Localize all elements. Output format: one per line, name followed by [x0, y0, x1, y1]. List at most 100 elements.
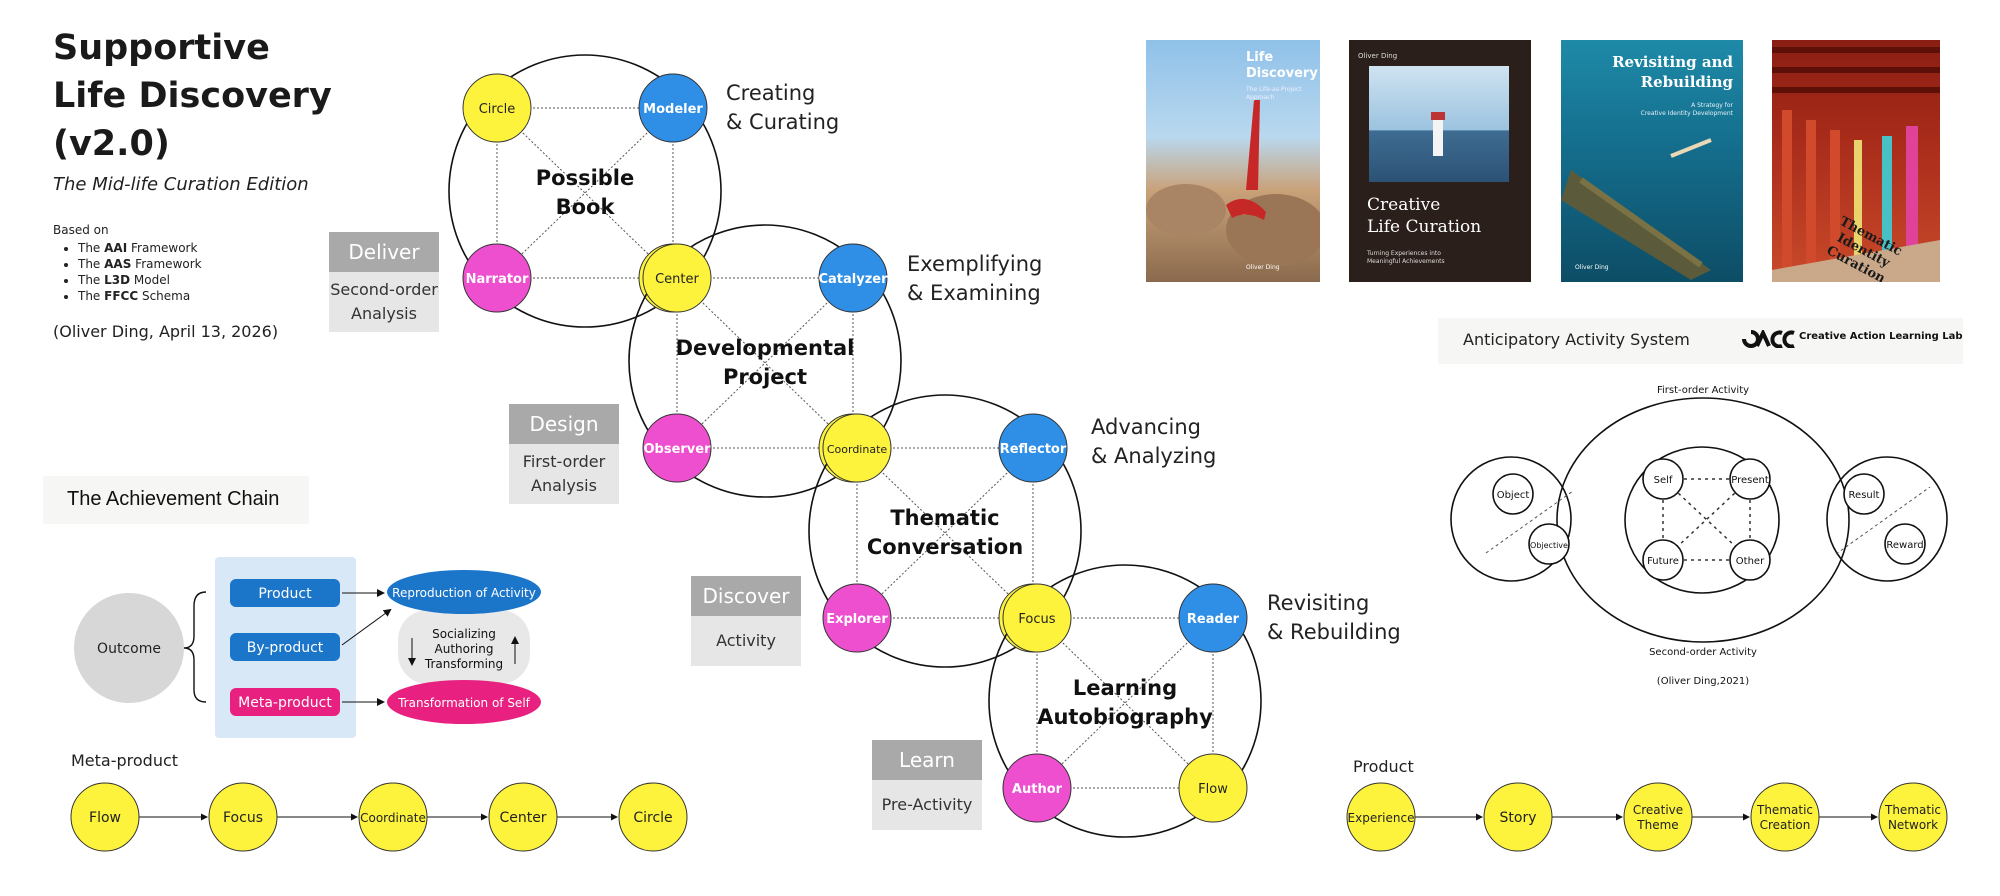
- node-circle: [1002, 753, 1072, 823]
- stage-link: [496, 107, 674, 279]
- node-label: Observer: [643, 442, 711, 457]
- sequence-node-circle: [1878, 782, 1948, 852]
- aas-left-ellipse: [1450, 456, 1572, 582]
- aas-node-label: Reward: [1886, 540, 1923, 551]
- aas-node-circle: [1843, 473, 1885, 515]
- sequence-node-line: Thematic: [1884, 803, 1941, 817]
- node-label: Catalyzer: [818, 272, 888, 287]
- phase-name: Deliver: [329, 232, 439, 272]
- stage-verbs: Creating& Curating: [726, 81, 840, 134]
- phase-desc: Activity: [691, 616, 801, 666]
- page-subtitle: The Mid-life Curation Edition: [53, 174, 309, 195]
- sequence-node-circle: [358, 782, 428, 852]
- result-label: Transformation of Self: [397, 696, 531, 710]
- sequence-node-circle: [70, 782, 140, 852]
- node-coordinate: Coordinate: [822, 413, 892, 483]
- sequence-node-label: Story: [1500, 810, 1537, 826]
- node-catalyzer: Catalyzer: [818, 243, 888, 313]
- sequence-node-line: Creation: [1760, 818, 1811, 832]
- aas-node-object: Object: [1492, 473, 1534, 515]
- process-label: Authoring: [435, 642, 494, 656]
- node-circle: [642, 243, 712, 313]
- phase-desc: Pre-Activity: [872, 780, 982, 830]
- node-label: Reflector: [1000, 442, 1067, 457]
- book-author: Oliver Ding: [1246, 264, 1280, 271]
- meta-product-row-label: Meta-product: [71, 751, 179, 770]
- node-center: Center: [642, 243, 712, 313]
- node-label: Modeler: [643, 102, 703, 117]
- process-box: [398, 610, 530, 684]
- node-circle: Circle: [462, 73, 532, 143]
- shipwreck-image: [1561, 138, 1712, 280]
- aas-divider: [1835, 486, 1931, 555]
- result-transformation-of-self: Transformation of Self: [387, 680, 541, 724]
- node-label: Coordinate: [827, 443, 888, 456]
- stage-verbs: Revisiting& Rebuilding: [1267, 591, 1401, 644]
- phase-name: Design: [509, 404, 619, 444]
- sequence-node-label: Coordinate: [360, 811, 426, 825]
- sequence-node-label: Flow: [89, 810, 121, 826]
- result-reproduction-of-activity: Reproduction of Activity: [387, 570, 541, 614]
- stage-link: [1036, 617, 1214, 789]
- stage-verbs: Exemplifying& Examining: [907, 252, 1043, 305]
- title-line: (v2.0): [53, 124, 170, 164]
- node-label: Focus: [1018, 612, 1055, 627]
- node-label: Flow: [1198, 782, 1228, 797]
- author-date: (Oliver Ding, April 13, 2026): [53, 322, 279, 341]
- node-label: Circle: [479, 102, 516, 117]
- stage-title-line: Conversation: [867, 535, 1023, 559]
- aas-node-circle: [1492, 473, 1534, 515]
- result-ellipse: [387, 680, 541, 724]
- stage-title-line: Learning: [1073, 676, 1177, 700]
- sequence-node-line: Thematic: [1756, 803, 1813, 817]
- achievement-chain-title: The Achievement Chain: [67, 488, 280, 510]
- phase-discover: Discover Activity: [691, 576, 801, 666]
- node-circle: [1002, 583, 1072, 653]
- sequence-node-label: Experience: [1348, 811, 1415, 825]
- meta-product-node-center: Center: [488, 782, 558, 852]
- outcome-label: Outcome: [97, 641, 161, 657]
- aas-inner-ellipse: [1624, 446, 1780, 594]
- lighthouse-image: [1369, 66, 1509, 182]
- aas-node-future: Future: [1642, 539, 1684, 581]
- node-circle: [642, 413, 712, 483]
- node-observer: Observer: [642, 413, 712, 483]
- product-box: [230, 688, 340, 716]
- stage-circle: [988, 564, 1262, 838]
- aas-outer-ellipse: [1556, 397, 1850, 643]
- node-circle: [998, 413, 1068, 483]
- meta-product-node-circle: Circle: [618, 782, 688, 852]
- node-label: Center: [655, 272, 699, 287]
- stage-link: [496, 107, 674, 279]
- based-on-label: Based on: [53, 223, 109, 237]
- aas-citation: (Oliver Ding,2021): [1657, 676, 1749, 687]
- node-circle: [638, 73, 708, 143]
- aas-second-order-label: Second-order Activity: [1649, 647, 1757, 658]
- based-on-item: The FFCC Schema: [78, 288, 202, 304]
- aas-title: Anticipatory Activity System: [1463, 330, 1690, 349]
- product-meta-product: Meta-product: [230, 688, 340, 716]
- stage-link: [676, 277, 854, 449]
- phase-name: Learn: [872, 740, 982, 780]
- yoga-figure-image: [1146, 100, 1320, 266]
- node-flow: Flow: [1178, 753, 1248, 823]
- stage-title-line: Thematic: [890, 506, 999, 530]
- aas-first-order-label: First-order Activity: [1657, 385, 1749, 396]
- aas-node-present: Present: [1729, 458, 1771, 500]
- stage-link: [856, 447, 1034, 619]
- outcome-brace: [183, 591, 207, 703]
